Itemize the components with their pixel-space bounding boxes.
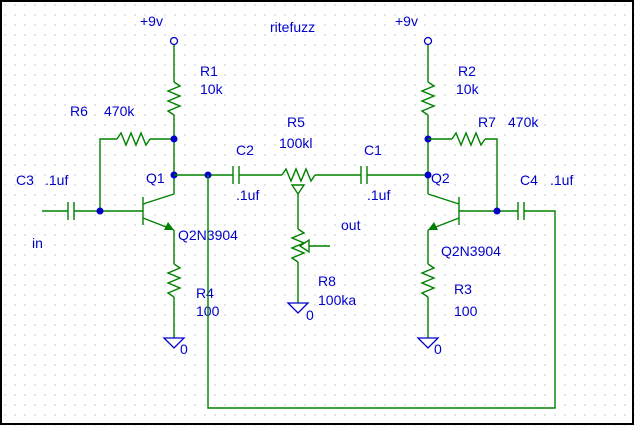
resistor-r3[interactable]	[420, 263, 436, 298]
junction-base-q2	[493, 207, 501, 215]
resistor-r1[interactable]	[166, 81, 182, 116]
c1-ref: C1	[364, 142, 382, 158]
ground-right-label: 0	[434, 341, 442, 357]
junction-r6-collector	[170, 135, 178, 143]
resistor-r4[interactable]	[166, 263, 182, 298]
c2-value: .1uf	[236, 187, 259, 203]
c2-ref: C2	[236, 142, 254, 158]
r4-ref: R4	[196, 285, 214, 301]
schematic-title: ritefuzz	[270, 19, 315, 35]
r1-ref: R1	[200, 63, 218, 79]
transistor-q1-collector[interactable]	[142, 193, 175, 205]
c4-ref: C4	[520, 172, 538, 188]
c4-value: .1uf	[550, 172, 573, 188]
input-label: in	[32, 235, 43, 251]
potentiometer-r8[interactable]	[290, 228, 306, 263]
wire-r6-left	[99, 138, 117, 211]
c3-ref: C3	[16, 172, 34, 188]
r5-ref: R5	[287, 114, 305, 130]
r5-value: 100kl	[279, 135, 312, 151]
q2-ref: Q2	[431, 170, 450, 186]
r5-wiper-arrow	[290, 184, 306, 196]
supply-label-left: +9v	[140, 13, 163, 29]
transistor-q2-collector[interactable]	[427, 193, 460, 205]
r7-value: 470k	[508, 114, 539, 130]
junction-base-q1	[96, 207, 104, 215]
supply-pin-right	[423, 36, 433, 46]
r7-ref: R7	[478, 114, 496, 130]
q2-part: Q2N3904	[441, 243, 501, 259]
r8-value: 100ka	[318, 292, 356, 308]
r3-ref: R3	[454, 281, 472, 297]
ground-left	[162, 337, 186, 349]
r2-ref: R2	[458, 63, 476, 79]
r6-ref: R6	[70, 103, 88, 119]
resistor-r6[interactable]	[116, 131, 151, 147]
output-label: out	[341, 217, 361, 233]
r2-value: 10k	[456, 81, 480, 97]
c3-value: .1uf	[45, 172, 68, 188]
transistor-q1-arrow	[164, 222, 174, 230]
r8-ref: R8	[318, 273, 336, 289]
resistor-r7[interactable]	[451, 131, 486, 147]
r3-value: 100	[454, 303, 478, 319]
q1-ref: Q1	[146, 170, 165, 186]
ground-left-label: 0	[180, 341, 188, 357]
transistor-q2-arrow	[428, 222, 438, 230]
r1-value: 10k	[200, 81, 224, 97]
ground-middle-label: 0	[306, 307, 314, 323]
ground-middle	[286, 302, 310, 314]
wire-r7-right	[485, 138, 498, 211]
r6-value: 470k	[104, 103, 135, 119]
resistor-r2[interactable]	[420, 81, 436, 116]
c1-value: .1uf	[367, 187, 390, 203]
supply-label-right: +9v	[395, 13, 418, 29]
wire-c4-return	[207, 175, 556, 409]
supply-pin-left	[169, 36, 179, 46]
ground-right	[416, 337, 440, 349]
potentiometer-r5[interactable]	[281, 167, 316, 183]
junction-q2-collector	[424, 171, 432, 179]
